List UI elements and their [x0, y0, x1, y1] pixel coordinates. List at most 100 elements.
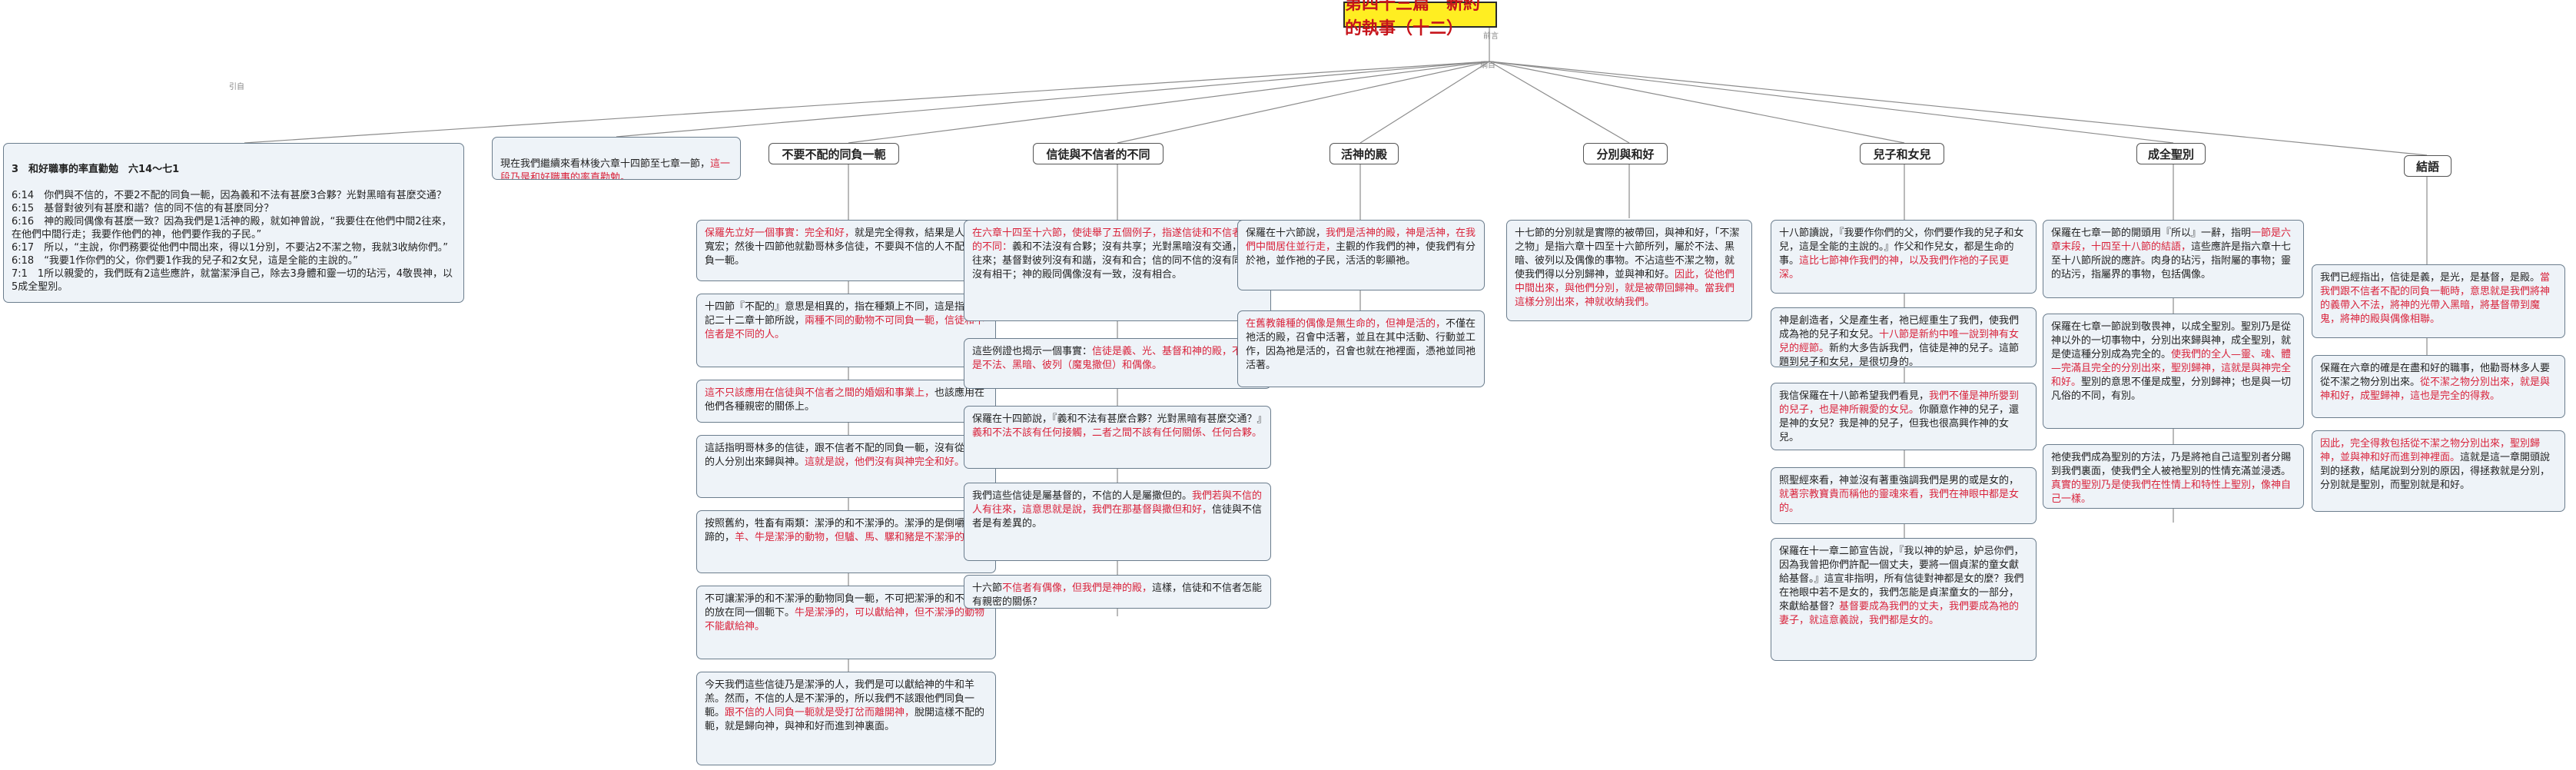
note-text-red: 使我們的全人—靈、魂、體—完滿且完全的分別出來，聖別歸神，這就是與神完全和好。: [2051, 349, 2292, 388]
note-text-red: 真實的聖別乃是使我們在性情上和特性上聖別，像神自己一樣。: [2051, 480, 2292, 505]
note-text-post: 你願意作神的兒子，還是神的女兒？我是神的兒子，但我也很高興作神的女兒。: [1779, 404, 2020, 443]
col1-note-5[interactable]: 按照舊約，牲畜有兩類：潔淨的和不潔淨的。潔淨的是倒嚼、分蹄的，羊、牛是潔淨的動物…: [696, 510, 996, 573]
note-text-red: 就著宗教寶貴而稱他的靈魂來看，我們在神眼中都是女的。: [1779, 489, 2020, 514]
col2-note-3[interactable]: 保羅在十四節說，『義和不法有甚麼合夥？光對黑暗有甚麼交通？』義和不法不該有任何接…: [964, 406, 1271, 469]
col3-note-1[interactable]: 保羅在十六節說，我們是活神的殿，神是活神，在我們中間居住並行走，主觀的作我們的神…: [1237, 220, 1485, 290]
note-text-pre: 保羅在十四節說，『義和不法有甚麼合夥？光對黑暗有甚麼交通？』: [972, 413, 1267, 425]
note-text-post: 不僅在祂活的殿，召會中活著，並且在其中活動、行動並工作，因為祂是活的，召會也就在…: [1246, 318, 1476, 371]
note-text-post: 信徒與不信者是有差異的。: [972, 504, 1263, 529]
note-text-post: 這就是這一章開頭說到的拯救，結尾說到分別的原因，得拯救就是分別，分別就是聖別，而…: [2320, 452, 2551, 491]
col1-note-7[interactable]: 今天我們這些信徒乃是潔淨的人，我們是可以獻給神的牛和羊羔。然而，不信的人是不潔淨…: [696, 672, 996, 765]
map-title[interactable]: 第四十三篇 新約的執事（十二）: [1343, 0, 1497, 38]
col6-note-2[interactable]: 保羅在七章一節說到敬畏神，以成全聖別。聖別乃是從神以外的一切事物中，分別出來歸與…: [2043, 314, 2304, 429]
note-text-red: 十八節是新約中唯一說到神有女兒的經節。: [1779, 329, 2020, 354]
scripture-verse: 7:1 1所以親愛的，我們既有2這些應許，就當潔淨自己，除去3身體和靈一切的玷污…: [12, 268, 453, 293]
col5-note-2[interactable]: 神是創造者，父是產生者，祂已經重生了我們，使我們成為祂的兒子和女兒。十八節是新約…: [1771, 307, 2037, 367]
note-text-red: 羊、牛是潔淨的動物，但驢、馬、騾和豬是不潔淨的。: [735, 532, 975, 543]
note-text-post: 脫開這樣不配的軛，就是歸向神，與神和好而進到神裏面。: [705, 707, 985, 732]
note-text-post: 就是完全得救，結果是人的心寬宏；然後十四節他就勸哥林多信徒，不要與不信的人不配的…: [705, 227, 985, 267]
note-text-red: 信徒是義、光、基督和神的殿，不信者是不法、黑暗、彼列（魔鬼撒但）和偶像。: [972, 346, 1263, 371]
col5-note-5[interactable]: 保羅在十一章二節宣告說，『我以神的妒忌，妒忌你們，因為我曾把你們許配一個丈夫，要…: [1771, 538, 2037, 661]
col1-note-3[interactable]: 這不只該應用在信徒與不信者之間的婚姻和事業上，也該應用在他們各種親密的關係上。: [696, 380, 996, 423]
connector-label-hub: 前言: [1483, 32, 1499, 41]
note-text-red: 因此，完全得救包括從不潔之物分別出來，聖別歸神，並與神和好而進到神裡面。: [2320, 438, 2541, 463]
note-text-red: 這不只該應用在信徒與不信者之間的婚姻和事業上，: [705, 387, 935, 399]
note-text-red: 一節是六章末段，十四至十八節的結語，: [2051, 227, 2292, 253]
col5-note-4[interactable]: 照聖經來看，神並沒有著重強調我們是男的或是女的， 就著宗教寶貴而稱他的靈魂來看，我…: [1771, 467, 2037, 524]
note-text-red: 在六章十四至十六節，使徒舉了五個例子，指遂信徒和不信者之間的不同：: [972, 227, 1263, 253]
connector-label-left: 引自: [229, 83, 244, 91]
col2-note-4[interactable]: 我們這些信徒是屬基督的，不信的人是屬撒但的。我們若與不信的人有往來，這意思就是說…: [964, 483, 1271, 561]
note-text-pre: 不可讓潔淨的和不潔淨的動物同負一軛，不可把潔淨的和不潔淨的放在同一個軛下。: [705, 593, 985, 619]
preface-node[interactable]: 現在我們繼續來看林後六章十四節至七章一節，這一段乃是和好職事的率直勸勉。: [492, 137, 741, 180]
note-text-pre: 十四節『不配的』意思是相異的，指在種類上不同，這是指申命記二十二章十節所說，: [705, 301, 985, 327]
topic-separation[interactable]: 分別與和好: [1583, 143, 1668, 164]
note-text-pre: 保羅在七章一節的開頭用『所以』一辭，指明: [2051, 227, 2252, 239]
col1-note-1[interactable]: 保羅先立好一個事實：完全和好，就是完全得救，結果是人的心寬宏；然後十四節他就勸哥…: [696, 220, 996, 281]
note-text-pre: 神是創造者，父是產生者，祂已經重生了我們，使我們成為祂的兒子和女兒。: [1779, 315, 2020, 340]
note-text-red: 義和不法不該有任何接觸，二者之間不該有任何關係、任何合夥。: [972, 427, 1263, 439]
col2-note-2[interactable]: 這些例證也揭示一個事實：信徒是義、光、基督和神的殿，不信者是不法、黑暗、彼列（魔…: [964, 338, 1271, 389]
note-text-pre: 祂使我們成為聖別的方法，乃是將祂自己這聖別者分賜到我們裏面，使我們全人被祂聖別的…: [2051, 452, 2292, 477]
col6-note-3[interactable]: 祂使我們成為聖別的方法，乃是將祂自己這聖別者分賜到我們裏面，使我們全人被祂聖別的…: [2043, 444, 2304, 509]
col2-note-5[interactable]: 十六節不信者有偶像，但我們是神的殿，這樣，信徒和不信者怎能有親密的關係？: [964, 575, 1271, 609]
note-text-pre: 我們這些信徒是屬基督的，不信的人是屬撒但的。: [972, 490, 1193, 502]
scripture-verses: 6:14 你們與不信的，不要2不配的同負一軛，因為義和不法有甚麼3合夥？光對黑暗…: [12, 189, 456, 294]
note-text-pre: 我信保羅在十八節希望我們看見，: [1779, 390, 1930, 402]
note-text-red: 跟不信的人同負一軛就是受打岔而離開神，: [725, 707, 915, 719]
col1-note-2[interactable]: 十四節『不配的』意思是相異的，指在種類上不同，這是指申命記二十二章十節所說，兩種…: [696, 294, 996, 367]
note-text-red: 我們不僅是神所嬰到的兒子，也是神所親愛的女兒。: [1779, 390, 2020, 416]
note-text-pre: 我們已經指出，信徒是義，是光，是基督，是殿。: [2320, 272, 2541, 284]
preface-text: 現在我們繼續來看林後六章十四節至七章一節，: [500, 158, 711, 170]
note-text-pre: 保羅在十六節說，: [1246, 227, 1326, 239]
col1-note-4[interactable]: 這話指明哥林多的信徒，跟不信者不配的同負一軛，沒有從屬世的人分別出來歸與神。這就…: [696, 435, 996, 498]
topic-perfect-holiness[interactable]: 成全聖別: [2136, 143, 2206, 164]
note-text-red: 從不潔之物分別出來，就是與神和好，成聖歸神，這也是完全的得救。: [2320, 377, 2551, 402]
topic-believer-difference[interactable]: 信徒與不信者的不同: [1033, 143, 1164, 164]
note-text-red: 兩種不同的動物不可同負一軛，信徒和不信者是不同的人。: [705, 315, 985, 340]
col7-note-3[interactable]: 因此，完全得救包括從不潔之物分別出來，聖別歸神，並與神和好而進到神裡面。這就是這…: [2312, 430, 2565, 512]
note-text-red: 這就是說，他們沒有與神完全和好。: [805, 456, 965, 468]
col4-note-1[interactable]: 十七節的分別就是實際的被帶回，與神和好，「不潔之物」是指六章十四至十六節所列，屬…: [1506, 220, 1752, 321]
note-text-pre: 保羅在六章的確是在盡和好的職事，他勸哥林多人要從不潔之物分別出來。: [2320, 363, 2551, 388]
connector-label-center: 綱目: [1480, 61, 1495, 70]
scripture-heading: 3 和好職事的率直勸勉 六14～七1: [12, 164, 180, 175]
note-text-red: 不信者有偶像，但我們是神的殿，: [1002, 582, 1153, 594]
note-text-pre: 十七節的分別就是實際的被帶回，與神和好，「不潔之物」是指六章十四至十六節所列，屬…: [1515, 227, 1740, 280]
note-text-red: 因此，從他們中間出來，與他們分別，就是被帶回歸神。當我們這樣分別出來，神就收納我…: [1515, 269, 1735, 308]
note-text-red: 在舊教雜種的偶像是無生命的，但神是活的，: [1246, 318, 1446, 330]
note-text-post: 這些應許是指六章十七至十八節所說的應許。肉身的玷污，指附屬的事物；靈的玷污，指屬…: [2051, 241, 2292, 280]
col5-note-1[interactable]: 十八節讀說，『我要作你們的父，你們要作我的兒子和女兒，這是全能的主說的。』作父和…: [1771, 220, 2037, 294]
note-text-red: 這比七節神作我們的神，以及我們作祂的子民更深。: [1779, 255, 2010, 280]
note-text-red: 牛是潔淨的，可以獻給神，但不潔淨的動物不能獻給神。: [705, 607, 985, 632]
note-text-red: 基督要成為我們的丈夫，我們要成為祂的妻子，就這意義說，我們都是女的。: [1779, 601, 2020, 626]
note-text-post: 聖別的意思不僅是成聖，分別歸神；也是與一切凡俗的不同，有別。: [2051, 377, 2292, 402]
note-text-post: 這樣，信徒和不信者怎能有親密的關係？: [972, 582, 1263, 608]
scripture-verse: 6:18 “我要1作你們的父，你們要1作我的兒子和2女兒，這是全能的主說的。”: [12, 255, 358, 267]
scripture-node[interactable]: 3 和好職事的率直勸勉 六14～七1 6:14 你們與不信的，不要2不配的同負一…: [3, 143, 464, 303]
note-text-post: 主觀的作我們的神，使我們有分於祂，並作祂的子民，活活的彰顯祂。: [1246, 241, 1476, 267]
note-text-post: 義和不法沒有合夥；沒有共享；光對黑暗沒有交通，沒有往來；基督對彼列沒有和諧，沒有…: [972, 241, 1263, 280]
note-text-red: 當我們跟不信者不配的同負一軛時，意思就是我們將神的義帶入不法，將神的光帶入黑暗，…: [2320, 272, 2551, 325]
scripture-verse: 6:16 神的殿同偶像有甚麼一致？因為我們是1活神的殿，就如神曾說，“我要住在他…: [12, 216, 452, 241]
topic-living-temple[interactable]: 活神的殿: [1329, 143, 1399, 164]
note-text-red: 保羅先立好一個事實：完全和好，: [705, 227, 855, 239]
col7-note-2[interactable]: 保羅在六章的確是在盡和好的職事，他勸哥林多人要從不潔之物分別出來。從不潔之物分別…: [2312, 355, 2565, 418]
col5-note-3[interactable]: 我信保羅在十八節希望我們看見，我們不僅是神所嬰到的兒子，也是神所親愛的女兒。你願…: [1771, 383, 2037, 450]
topic-conclusion[interactable]: 結語: [2404, 155, 2452, 177]
col7-note-1[interactable]: 我們已經指出，信徒是義，是光，是基督，是殿。當我們跟不信者不配的同負一軛時，意思…: [2312, 264, 2565, 338]
topic-sons-daughters[interactable]: 兒子和女兒: [1860, 143, 1944, 164]
note-text-pre: 這話指明哥林多的信徒，跟不信者不配的同負一軛，沒有從屬世的人分別出來歸與神。: [705, 443, 985, 468]
col3-note-2[interactable]: 在舊教雜種的偶像是無生命的，但神是活的，不僅在祂活的殿，召會中活著，並且在其中活…: [1237, 310, 1485, 387]
col1-note-6[interactable]: 不可讓潔淨的和不潔淨的動物同負一軛，不可把潔淨的和不潔淨的放在同一個軛下。牛是潔…: [696, 586, 996, 659]
note-text-pre: 按照舊約，牲畜有兩類：潔淨的和不潔淨的。潔淨的是倒嚼、分蹄的，: [705, 518, 985, 543]
note-text-red: 我們是活神的殿，神是活神，在我們中間居住並行走，: [1246, 227, 1476, 253]
note-text-pre: 照聖經來看，神並沒有著重強調我們是男的或是女的，: [1779, 475, 2020, 486]
col2-note-1[interactable]: 在六章十四至十六節，使徒舉了五個例子，指遂信徒和不信者之間的不同：義和不法沒有合…: [964, 220, 1271, 321]
topic-unequal-yoke[interactable]: 不要不配的同負一軛: [768, 143, 899, 164]
col6-note-1[interactable]: 保羅在七章一節的開頭用『所以』一辭，指明一節是六章末段，十四至十八節的結語，這些…: [2043, 220, 2304, 298]
scripture-verse: 6:14 你們與不信的，不要2不配的同負一軛，因為義和不法有甚麼3合夥？光對黑暗…: [12, 190, 446, 201]
note-text-pre: 保羅在七章一節說到敬畏神，以成全聖別。聖別乃是從神以外的一切事物中，分別出來歸與…: [2051, 321, 2292, 360]
scripture-verse: 6:17 所以，“主說，你們務要從他們中間出來，得以1分別，不要沾2不潔之物，我…: [12, 242, 448, 254]
note-text-red: 我們若與不信的人有往來，這意思就是說，我們在那基督與撒但和好，: [972, 490, 1263, 516]
